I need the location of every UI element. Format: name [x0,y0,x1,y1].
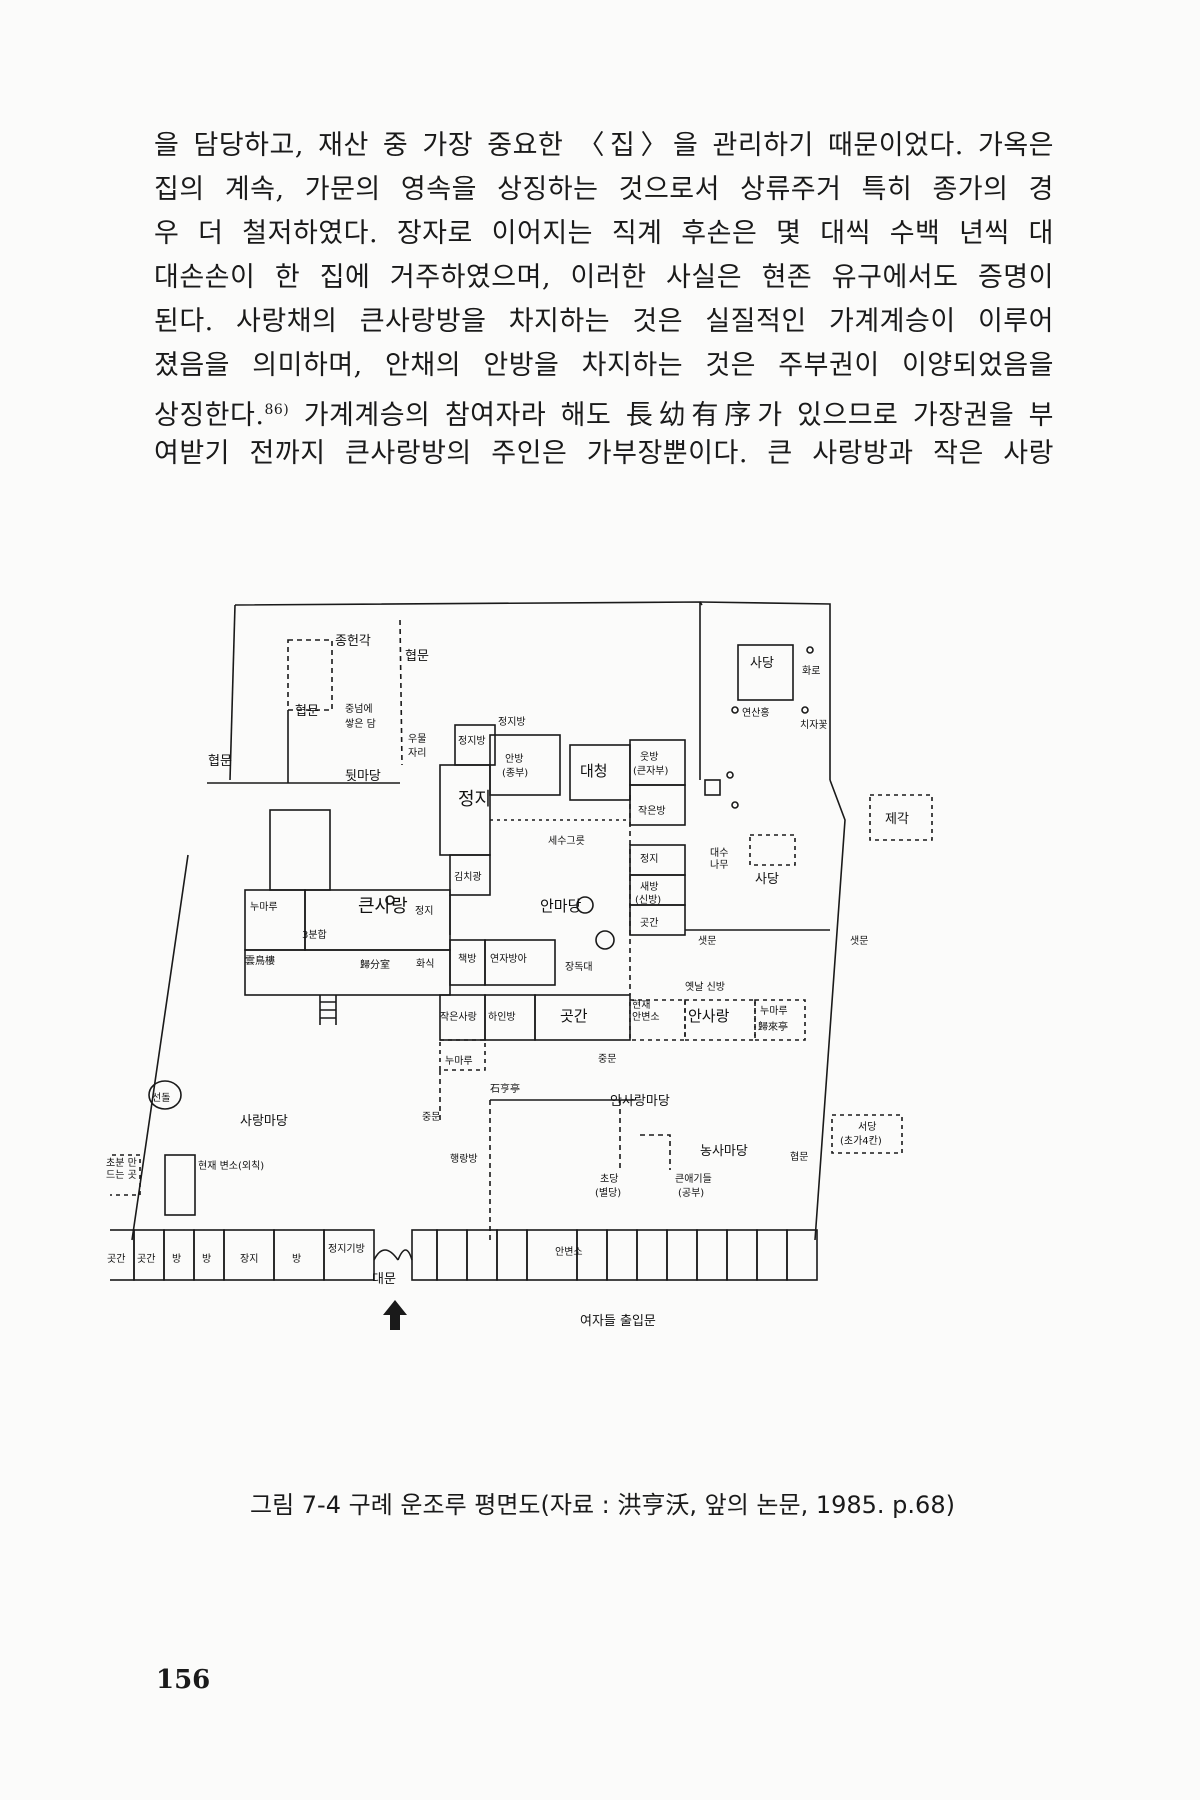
text-fragment: 가계계승의 참여자라 해도 長幼有序가 있으므로 가장권을 부 [303,400,1054,431]
text-line: 대손손이 한 집에 거주하였으며, 이러한 사실은 현존 유구에서도 증명이 [154,262,1054,293]
label-daecheong: 대청 [580,762,608,780]
label-saetmun: 샛문 [698,936,717,947]
text-line: 상징한다.86) 가계계승의 참여자라 해도 長幼有序가 있으므로 가장권을 부 [154,388,1054,432]
label-jangji: 장지 [240,1254,259,1265]
label-numaru: 누마루 [760,1006,788,1017]
label-jegak: 제각 [885,812,909,827]
floor-plan-figure: 종헌각 협문 협문 협문 중넘에 쌓은 담 우물 자리 뒷마당 정지방 정지방 … [106,600,1070,1440]
label-jageunbang: 작은방 [638,806,666,817]
label-jeongjibang: 정지방 [498,717,526,728]
label-seodang: 서당 [858,1122,877,1133]
label-jageunsarang: 작은사랑 [440,1012,477,1023]
label-chijakkot: 치자꽃 [800,720,828,731]
label-sinbang: (신방) [635,895,662,906]
label-jongbu: (종부) [502,768,529,779]
label-chodang: 초당 [600,1174,619,1185]
label-jeongjibang: 정지방 [458,736,486,747]
label-anbang: 안방 [505,754,524,765]
label-jeongji: 정지 [640,854,659,865]
label-bang: 방 [292,1254,302,1265]
label-jungmun: 중문 [422,1112,441,1123]
label-gotgan: 곳간 [560,1007,588,1025]
footnote-ref: 86) [264,402,290,418]
label-hyeopmun: 협문 [208,754,232,769]
label-jungneom: 중넘에 [345,704,373,715]
label-jonghyeongak: 종헌각 [335,634,371,649]
label-dwitmadang: 뒷마당 [345,769,381,784]
label-yeonsanhong: 연산홍 [742,708,770,719]
label-ansarang: 안사랑 [688,1007,730,1025]
label-chogaj4kan: (초가4칸) [840,1136,882,1147]
label-hyeopmun: 협문 [790,1152,809,1163]
label-numaru: 누마루 [250,902,278,913]
label-bang: 방 [172,1254,182,1265]
label-numaru: 누마루 [445,1056,473,1067]
label-jungmun: 중문 [598,1054,617,1065]
label-gotgan: 곳간 [137,1254,156,1265]
text-line: 우 더 철저하였다. 장자로 이어지는 직계 후손은 몇 대씩 수백 년씩 대 [154,218,1054,249]
label-jari: 자리 [408,748,427,759]
text-line: 졌음을 의미하며, 안채의 안방을 차지하는 것은 주부권이 이양되었음을 [154,350,1054,381]
text-line: 을 담당하고, 재산 중 가장 중요한 〈집〉을 관리하기 때문이었다. 가옥은 [154,130,1054,161]
label-anbyeonso: 안변소 [555,1247,583,1258]
label-hwaro: 화로 [802,666,821,677]
label-gongbu: (공부) [678,1188,705,1199]
label-byeoldang: (별당) [595,1188,622,1199]
label-gwibunsil: 歸分室 [360,960,390,971]
label-hwasik: 화식 [416,959,435,970]
label-jeongjigibang: 정지기방 [328,1244,365,1255]
label-daesunamu: 대수 나무 [710,848,729,871]
label-unjoru: 雲鳥樓 [245,956,275,967]
label-yeonjabanga: 연자방아 [490,954,527,965]
label-anmadang: 안마당 [540,897,582,915]
label-sarangmadang: 사랑마당 [240,1114,288,1129]
label-jangdokdae: 장독대 [565,962,593,973]
label-daemun: 대문 [372,1272,396,1287]
label-haninbang: 하인방 [488,1012,516,1023]
body-paragraph: 을 담당하고, 재산 중 가장 중요한 〈집〉을 관리하기 때문이었다. 가옥은… [154,124,1054,476]
label-sadang: 사당 [750,656,774,671]
label-hyeopmun: 협문 [405,649,429,664]
label-yetnal-sinbang: 옛날 신방 [685,982,725,993]
label-haengnangbang: 행랑방 [450,1154,478,1165]
label-jeongji: 정지 [458,789,492,810]
label-sadang: 사당 [755,872,779,887]
floor-plan-drawing [110,601,933,1330]
text-line: 집의 계속, 가문의 영속을 상징하는 것으로서 상류주거 특히 종가의 경 [154,174,1054,205]
label-sambunhap: 3분합 [302,930,327,941]
label-keunjabu: (큰자부) [633,766,669,777]
label-seondol: 선돌 [152,1093,171,1104]
label-hyeonjae-byeonso: 현재 변소(외칙) [198,1161,265,1172]
figure-caption: 그림 7-4 구례 운조루 평면도(자료 : 洪亨沃, 앞의 논문, 1985.… [250,1491,955,1519]
label-gotgan: 곳간 [107,1254,126,1265]
label-keunsarang: 큰사랑 [358,896,408,917]
label-nongsamadang: 농사마당 [700,1144,748,1159]
text-line: 여받기 전까지 큰사랑방의 주인은 가부장뿐이다. 큰 사랑방과 작은 사랑 [154,438,1054,469]
label-chobun: 초분 만 드는 곳 [106,1158,137,1181]
label-umul: 우물 [408,734,427,745]
label-gimchigwang: 김치광 [454,872,482,883]
label-ssaeundam: 쌓은 담 [345,719,376,730]
label-ansarangmadang: 안사랑마당 [610,1094,670,1109]
page-number: 156 [156,1665,211,1695]
label-yeojadeul: 여자들 출입문 [580,1314,656,1329]
label-jeongji: 정지 [415,906,434,917]
label-chaekbang: 책방 [458,954,477,965]
label-saebang: 새방 [640,882,659,893]
label-utbang: 웃방 [640,752,659,763]
label-hyeopmun: 협문 [295,704,319,719]
label-saetmun: 샛문 [850,936,869,947]
text-fragment: 상징한다. [154,400,265,431]
text-line: 된다. 사랑채의 큰사랑방을 차지하는 것은 실질적인 가계계승이 이루어 [154,306,1054,337]
label-hyeonjae-anbyeonso: 현재 안변소 [632,1000,660,1023]
label-bang: 방 [202,1254,212,1265]
label-seokhyojeong: 石亨亭 [490,1084,520,1095]
label-gwiraejeong: 歸來亭 [758,1022,788,1033]
label-keunaegideul: 큰애기들 [675,1174,712,1185]
label-gotgan: 곳간 [640,918,659,929]
label-sedugeureut: 세수그릇 [548,836,585,847]
